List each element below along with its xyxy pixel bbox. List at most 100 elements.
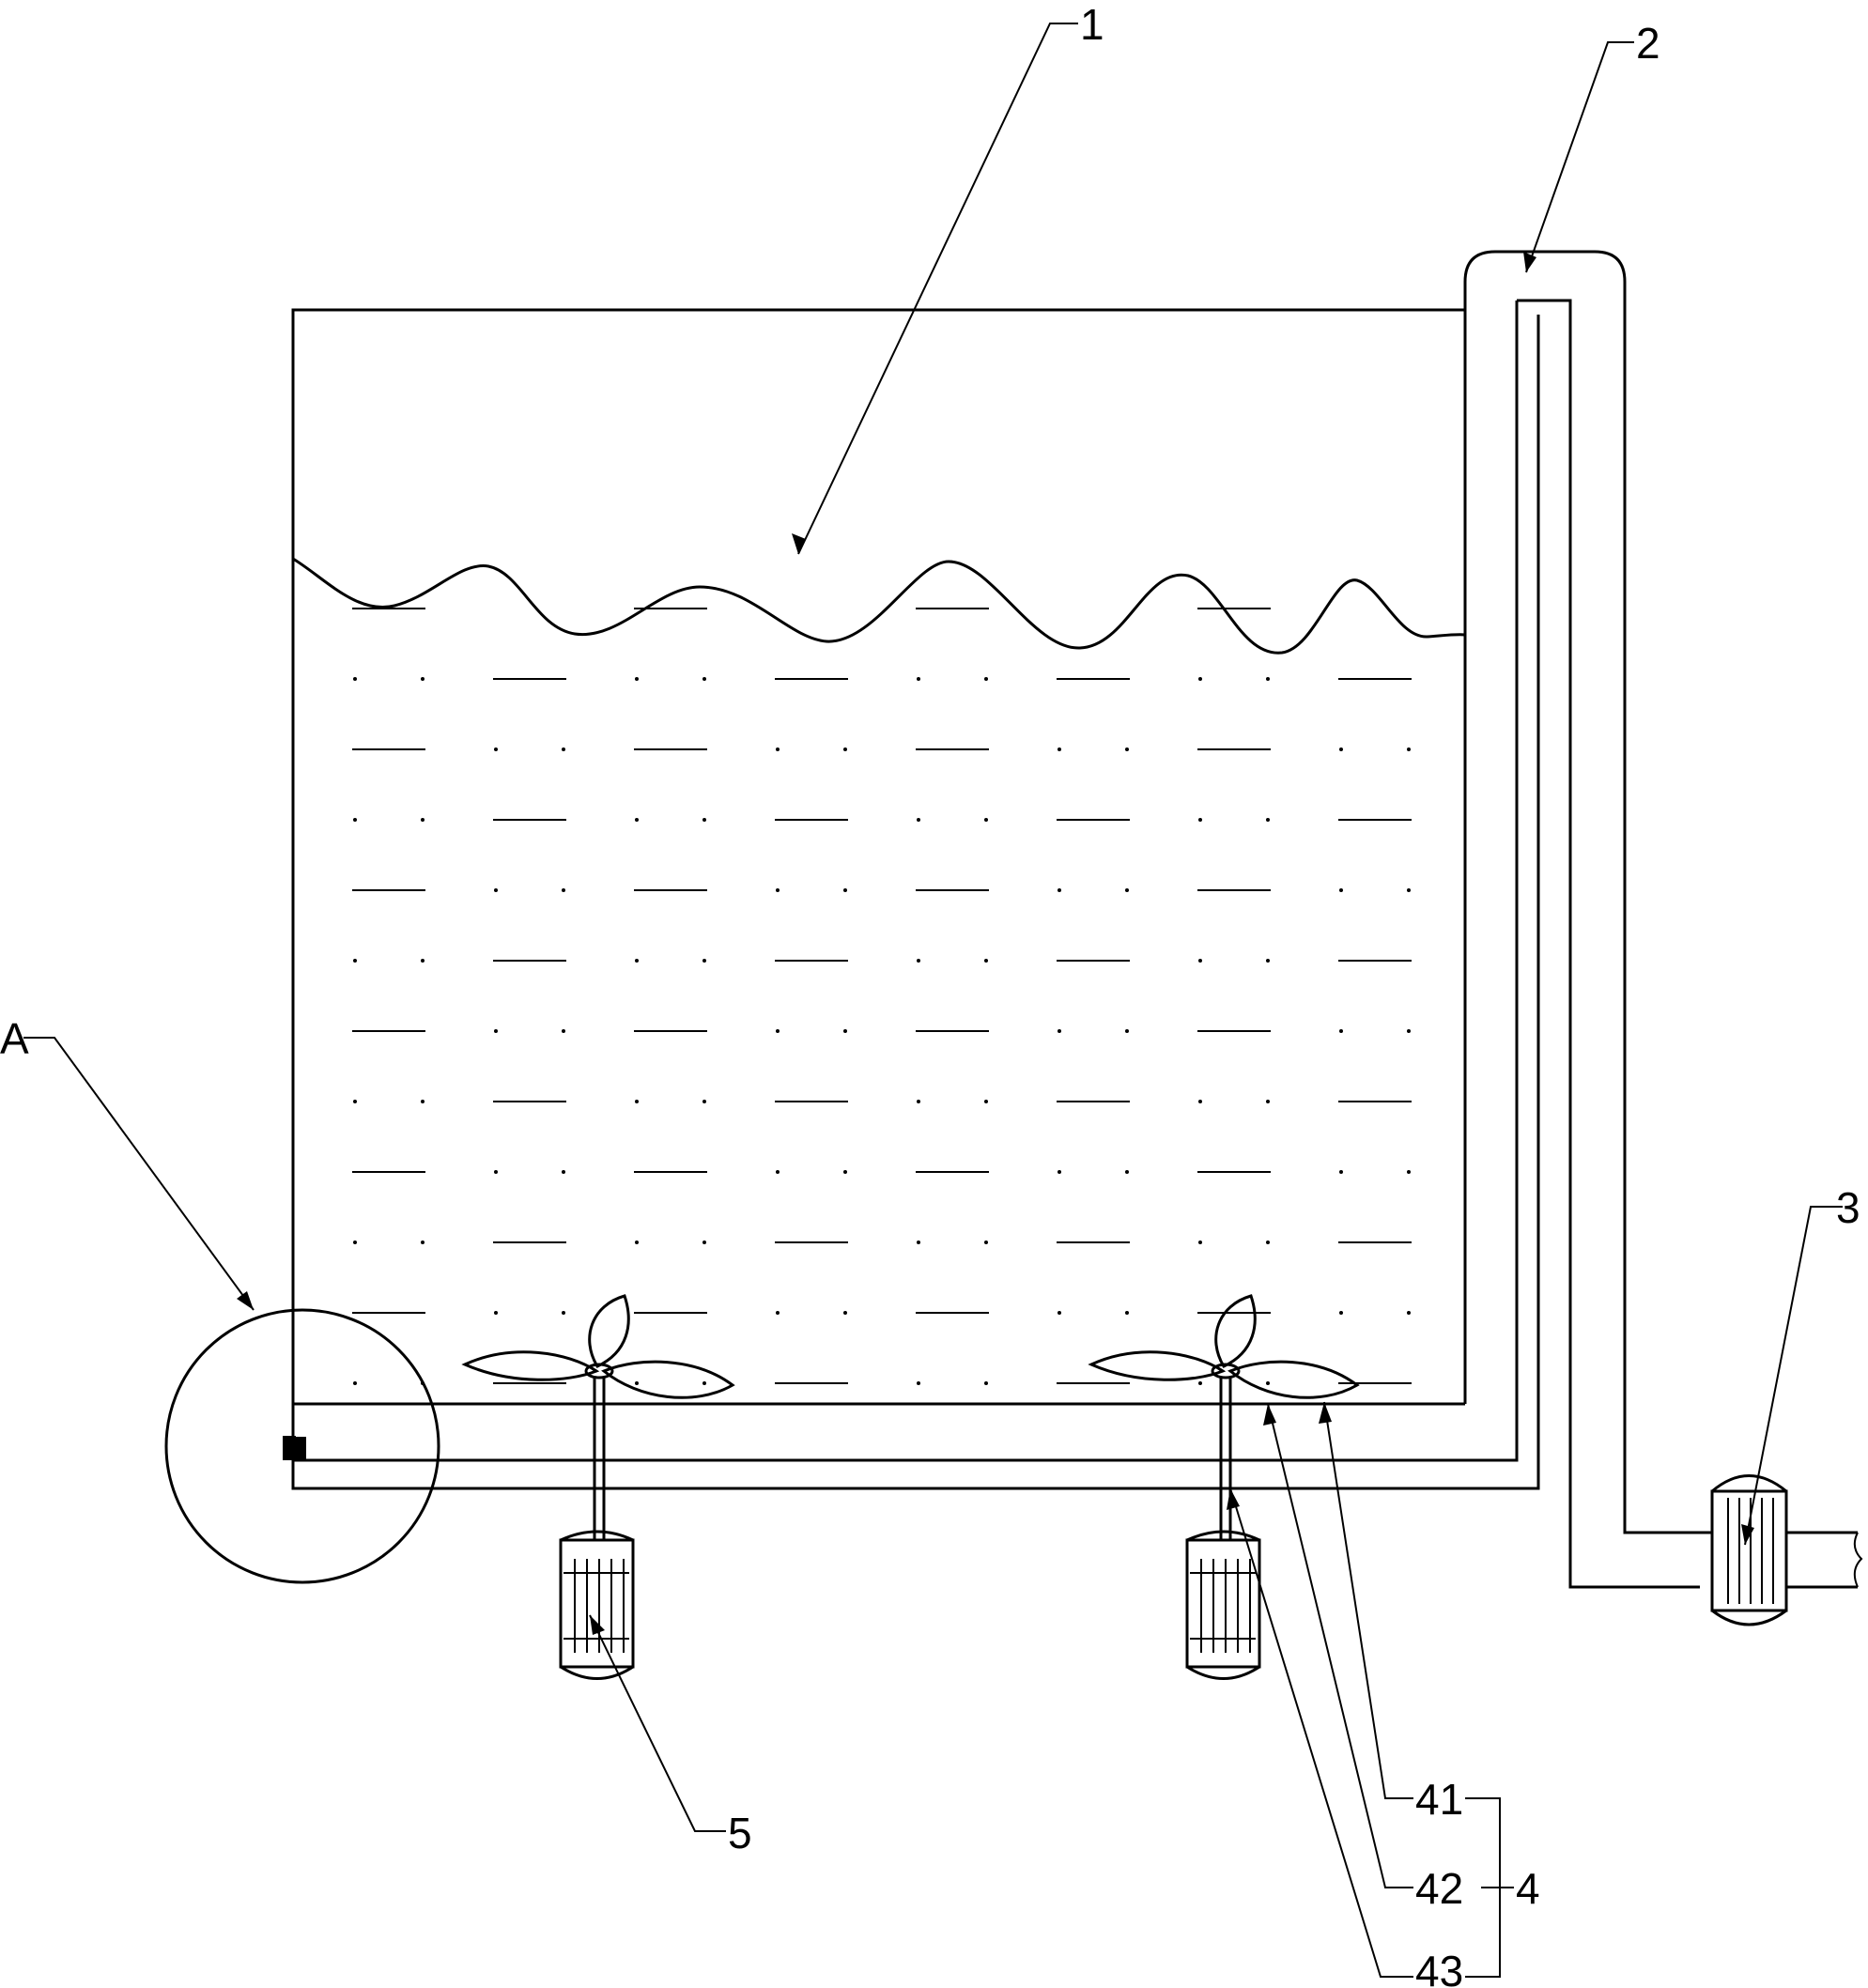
hatch-dot (494, 1029, 498, 1033)
label-pipe: 2 (1636, 19, 1660, 68)
hatch-dot (843, 888, 847, 892)
hatch-dot (1407, 888, 1411, 892)
hatch-dot (1058, 1170, 1061, 1174)
hatch-dot (1058, 1029, 1061, 1033)
liquid-hatching (352, 608, 1412, 1385)
hatch-dot (1339, 1170, 1343, 1174)
hatch-dot (1125, 747, 1129, 751)
hatch-dot (1266, 1241, 1270, 1244)
hatch-dot (1266, 1100, 1270, 1103)
hatch-dot (984, 1100, 988, 1103)
hatch-dot (1339, 1311, 1343, 1315)
hatch-dot (353, 818, 357, 822)
hatch-dot (776, 747, 780, 751)
hatch-dot (917, 959, 920, 963)
hatch-dot (494, 1170, 498, 1174)
hatch-dot (635, 1241, 639, 1244)
hatch-dot (353, 959, 357, 963)
hatch-dot (1339, 1029, 1343, 1033)
hatch-dot (421, 677, 425, 681)
hatch-dot (1058, 888, 1061, 892)
label-pump: 3 (1836, 1183, 1860, 1232)
hatch-dot (776, 1029, 780, 1033)
hatch-dot (421, 818, 425, 822)
hatch-dot (1058, 747, 1061, 751)
hatch-dot (562, 1170, 565, 1174)
hatch-dot (702, 1381, 706, 1385)
hatch-dot (702, 818, 706, 822)
hatch-dot (562, 888, 565, 892)
hatch-dot (562, 747, 565, 751)
hatch-dot (494, 888, 498, 892)
label-shaft: 43 (1415, 1947, 1463, 1988)
hatch-dot (1266, 959, 1270, 963)
hatch-dot (984, 959, 988, 963)
hatch-dot (1407, 1029, 1411, 1033)
hatch-dot (917, 1100, 920, 1103)
label-motor: 5 (728, 1809, 752, 1857)
hatch-dot (1198, 677, 1202, 681)
hatch-dot (421, 1100, 425, 1103)
hatch-dot (702, 677, 706, 681)
hatch-dot (1407, 1170, 1411, 1174)
hatch-dot (494, 1311, 498, 1315)
agitator-left (461, 1294, 735, 1680)
agitator-right (1088, 1294, 1360, 1680)
hatch-dot (421, 959, 425, 963)
hatch-dot (635, 1381, 639, 1385)
hatch-dot (635, 677, 639, 681)
hatch-dot (635, 959, 639, 963)
hatch-dot (984, 677, 988, 681)
hatch-dot (843, 747, 847, 751)
hatch-dot (1266, 818, 1270, 822)
hatch-dot (1125, 888, 1129, 892)
hatch-dot (1407, 747, 1411, 751)
hatch-dot (1198, 818, 1202, 822)
hatch-dot (1198, 959, 1202, 963)
hatch-dot (562, 1029, 565, 1033)
label-hub: 42 (1415, 1864, 1463, 1913)
hatch-dot (353, 1100, 357, 1103)
hatch-dot (635, 818, 639, 822)
pump (1710, 1474, 1788, 1626)
hatch-dot (984, 1241, 988, 1244)
hatch-dot (494, 747, 498, 751)
hatch-dot (635, 1100, 639, 1103)
hatch-dot (776, 1311, 780, 1315)
water-surface (292, 557, 1466, 655)
hatch-dot (776, 1170, 780, 1174)
hatch-dot (984, 818, 988, 822)
hatch-dot (1125, 1311, 1129, 1315)
label-blade: 41 (1415, 1775, 1463, 1824)
leader-lines (23, 23, 1843, 1978)
hatch-dot (1266, 1381, 1270, 1385)
hatch-dot (353, 677, 357, 681)
hatch-dot (1125, 1170, 1129, 1174)
hatch-dot (1339, 747, 1343, 751)
hatch-dot (1198, 1381, 1202, 1385)
label-detail-a: A (0, 1014, 29, 1063)
hatch-dot (702, 959, 706, 963)
hatch-dot (1198, 1100, 1202, 1103)
hatch-dot (1339, 888, 1343, 892)
return-pipe (1463, 250, 1863, 1589)
label-tank: 1 (1080, 0, 1104, 49)
hatch-dot (1058, 1311, 1061, 1315)
detail-circle-a (164, 1308, 440, 1584)
hatch-dot (917, 1381, 920, 1385)
hatch-dot (776, 888, 780, 892)
hatch-dot (421, 1241, 425, 1244)
hatch-dot (917, 818, 920, 822)
hatch-dot (843, 1029, 847, 1033)
hatch-dot (917, 1241, 920, 1244)
hatch-dot (702, 1100, 706, 1103)
hatch-dot (1266, 677, 1270, 681)
hatch-dot (562, 1311, 565, 1315)
hatch-dot (1125, 1029, 1129, 1033)
hatch-dot (1198, 1241, 1202, 1244)
label-agitator-group: 4 (1516, 1864, 1540, 1913)
hatch-dot (702, 1241, 706, 1244)
hatch-dot (353, 1241, 357, 1244)
hatch-dot (917, 677, 920, 681)
